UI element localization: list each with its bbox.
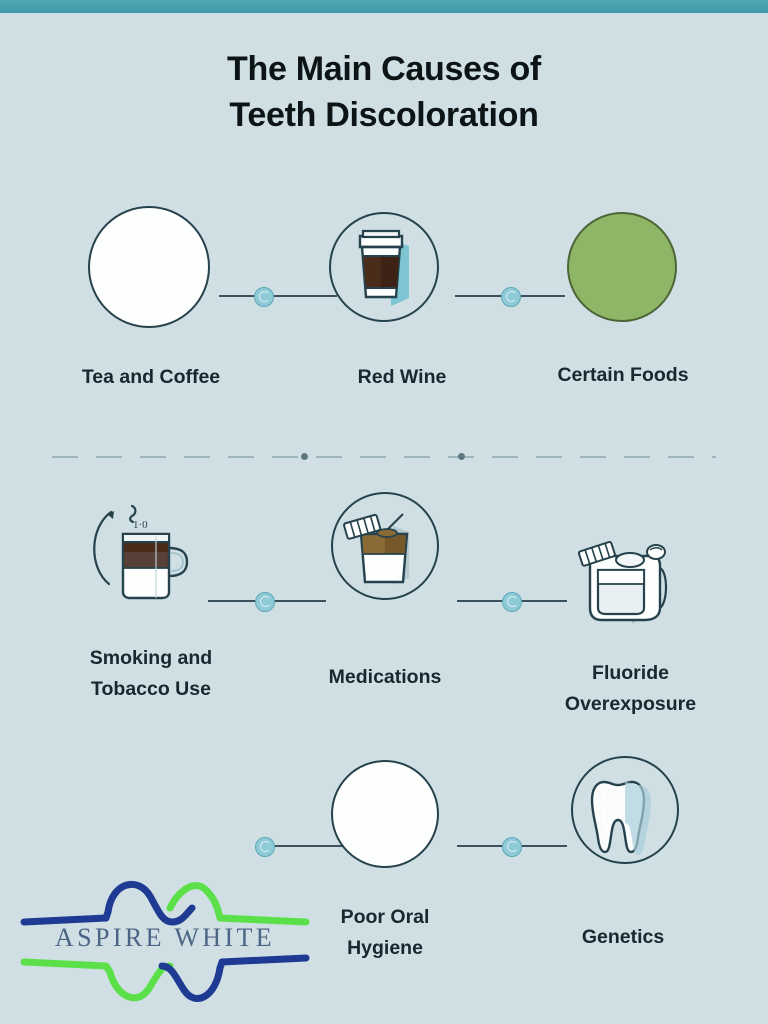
cause-label-red-wine: Red Wine bbox=[357, 366, 447, 388]
icon-circle-backdrop bbox=[331, 760, 439, 868]
connector-node-r3-2 bbox=[502, 837, 522, 857]
cause-label-tea-and-coffee: Tea and Coffee bbox=[81, 366, 221, 388]
cause-item-tea-and-coffee[interactable] bbox=[88, 206, 210, 328]
icon-circle-backdrop bbox=[88, 206, 210, 328]
cause-label-medications: Medications bbox=[328, 666, 442, 688]
cause-item-fluoride[interactable] bbox=[572, 532, 688, 642]
section-divider bbox=[52, 456, 716, 458]
icon-circle-backdrop bbox=[567, 212, 677, 322]
connector-line-r3-1 bbox=[273, 845, 343, 847]
aspire-white-logo-mark bbox=[20, 881, 310, 1002]
connector-node-r2-2 bbox=[502, 592, 522, 612]
cause-item-medications[interactable] bbox=[331, 492, 439, 600]
top-accent-bar bbox=[0, 0, 768, 13]
svg-text:1·0: 1·0 bbox=[133, 519, 148, 531]
connector-node-r3-1 bbox=[255, 837, 275, 857]
cause-item-red-wine[interactable] bbox=[329, 212, 439, 322]
cause-label-line1: Fluoride bbox=[592, 662, 669, 684]
cause-item-certain-foods[interactable] bbox=[567, 212, 677, 322]
icon-circle-backdrop bbox=[571, 756, 679, 864]
cause-label-line2: Tobacco Use bbox=[91, 678, 211, 700]
divider-dot-left bbox=[301, 453, 308, 460]
cause-item-smoking-tobacco[interactable]: 1·0 bbox=[76, 492, 216, 618]
cause-label-genetics: Genetics bbox=[581, 926, 665, 948]
icon-circle-backdrop bbox=[329, 212, 439, 322]
page-title: The Main Causes of Teeth Discoloration bbox=[0, 46, 768, 138]
cause-label-smoking-tobacco: Smoking and Tobacco Use bbox=[21, 643, 281, 705]
glass-mug-icon: 1·0 bbox=[93, 504, 189, 600]
cause-label-line2: Overexposure bbox=[564, 693, 697, 715]
page-title-line2: Teeth Discoloration bbox=[229, 96, 539, 134]
icon-circle-backdrop bbox=[331, 492, 439, 600]
cause-label-line1: Poor Oral bbox=[340, 906, 430, 928]
connector-node-r1-1 bbox=[254, 287, 274, 307]
cause-label-poor-oral-hygiene: Poor Oral Hygiene bbox=[275, 902, 495, 964]
cause-label-certain-foods: Certain Foods bbox=[557, 364, 689, 386]
cause-item-genetics[interactable] bbox=[571, 756, 679, 864]
brand-logo[interactable]: ASPIRE WHITE bbox=[20, 866, 310, 1014]
connector-node-r2-1 bbox=[255, 592, 275, 612]
divider-dot-right bbox=[458, 453, 465, 460]
page-title-line1: The Main Causes of bbox=[227, 50, 541, 88]
cause-item-poor-oral-hygiene[interactable] bbox=[331, 760, 439, 868]
pill-container-icon bbox=[577, 540, 668, 624]
brand-logo-text: ASPIRE WHITE bbox=[54, 923, 276, 952]
cause-label-fluoride: Fluoride Overexposure bbox=[513, 658, 748, 720]
cause-label-line2: Hygiene bbox=[347, 937, 423, 959]
connector-node-r1-2 bbox=[501, 287, 521, 307]
cause-label-line1: Smoking and bbox=[89, 647, 213, 669]
connector-line-r1-1 bbox=[219, 295, 337, 297]
